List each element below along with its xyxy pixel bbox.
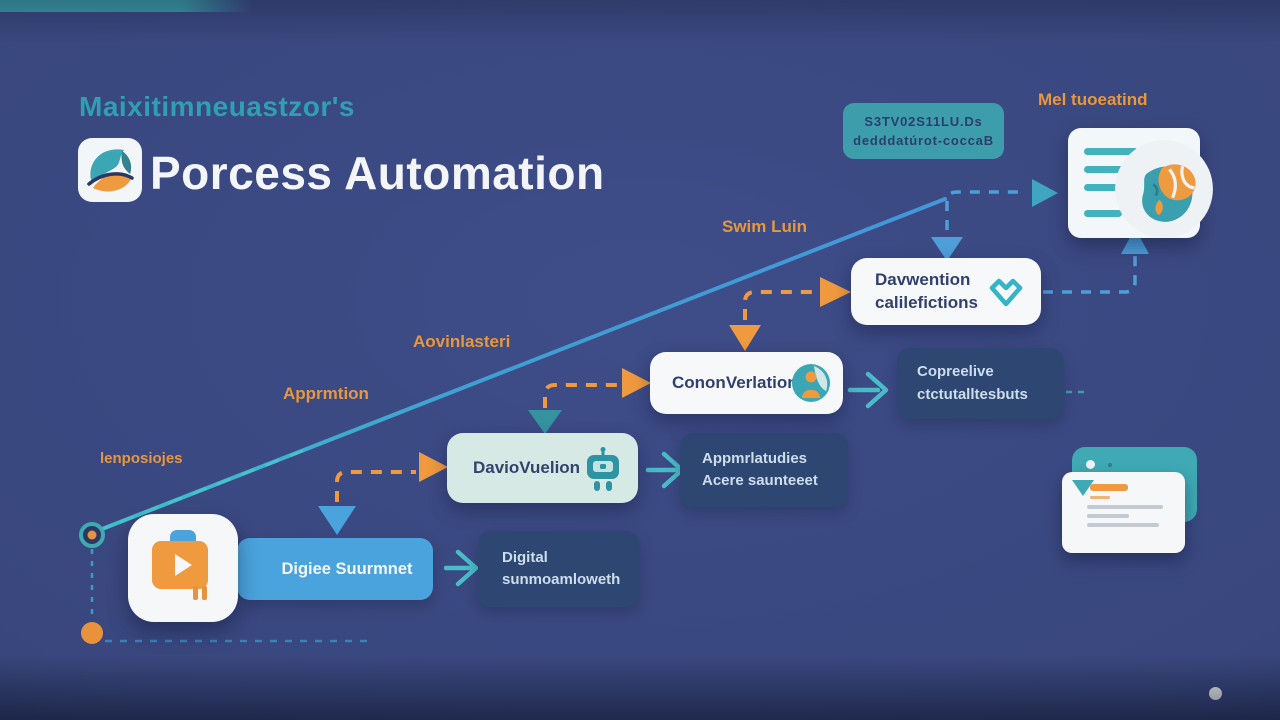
start-ring-center (87, 530, 97, 540)
person-circle-icon (792, 364, 830, 402)
node-copreelive-line2: ctctutalltesbuts (917, 385, 1028, 403)
slide-indicator-dot (1209, 687, 1222, 700)
briefcase-play-icon (152, 530, 208, 600)
chevron-arrow-into-copreelive (847, 371, 889, 409)
elbow-b-dash (543, 383, 620, 408)
document-card (1068, 128, 1213, 238)
note-box: S3TV02S11LU.Ds dedddatúrot-coccaB (843, 103, 1004, 159)
note-line-2: dedddatúrot-coccaB (853, 133, 994, 148)
node-daviovuelion: DavioVuelion (447, 433, 638, 503)
node-copreelive: Copreelive ctctutalltesbuts (897, 348, 1063, 419)
flow-label-swim: Swim Luin (722, 217, 807, 236)
elbow-e-dash (1043, 256, 1137, 294)
heart-check-icon (989, 278, 1023, 307)
brand-subtitle: Maixitimneuastzor's (79, 91, 356, 122)
arrow-right-into-davwention (820, 277, 851, 307)
report-text-line (1087, 523, 1159, 527)
arrow-down-into-digiee (318, 506, 356, 535)
brain-document-icon (1114, 139, 1214, 239)
node-davwention: Davwention calilefictions (851, 258, 1041, 325)
report-card-front (1062, 472, 1185, 553)
node-digital: Digital sunmoamloweth (478, 531, 639, 607)
card-dot-small (1108, 463, 1112, 467)
report-title-bar (1090, 484, 1128, 491)
arrow-right-into-cononverlation (622, 368, 651, 398)
arrow-right-into-doc-card (1032, 179, 1058, 207)
briefcase-icon-card (128, 514, 238, 622)
node-appmrlatudies: Appmrlatudies Acere saunteeet (680, 433, 848, 507)
node-davwention-line2: calilefictions (875, 292, 978, 312)
node-davwention-line1: Davwention (875, 270, 971, 290)
arrow-down-into-daviovuelion (528, 410, 562, 434)
flow-label-tenpo: lenposiojes (100, 450, 183, 467)
elbow-c-dash (743, 290, 818, 320)
robot-icon (587, 447, 619, 491)
report-text-line (1087, 514, 1129, 518)
node-digiee: Digiee Suurmnet (237, 538, 433, 600)
node-copreelive-line1: Copreelive (917, 363, 994, 380)
node-appmrlatudies-line1: Appmrlatudies (702, 449, 808, 467)
note-line-1: S3TV02S11LU.Ds (864, 113, 983, 129)
logo-swirl-icon (78, 138, 142, 202)
origin-dot-marker (81, 622, 103, 644)
report-subtitle-bar (1090, 496, 1110, 499)
node-digiee-label: Digiee Suurmnet (281, 559, 413, 578)
arrow-down-into-cononverlation (729, 325, 761, 351)
page-title: Porcess Automation (150, 147, 605, 199)
chevron-arrow-into-appmrlatudies (645, 451, 685, 489)
node-daviovuelion-label: DavioVuelion (473, 458, 581, 477)
top-edge-accent-strip (0, 0, 252, 12)
flow-label-avink: Aovinlasteri (413, 332, 511, 351)
node-cononverlation-label: CononVerlation (672, 373, 798, 392)
node-digital-line2: sunmoamloweth (502, 571, 621, 588)
elbow-a-dash (335, 470, 416, 502)
elbow-d-dash (945, 190, 1026, 230)
doc-card-label: Mel tuoeatind (1038, 90, 1148, 109)
chevron-arrow-into-digital (443, 549, 479, 587)
report-text-line (1087, 505, 1163, 509)
arrow-right-into-daviovuelion (419, 452, 448, 482)
node-cononverlation: CononVerlation (650, 352, 843, 414)
node-digital-line1: Digital (502, 548, 548, 566)
flow-label-apprm: Apprmtion (283, 384, 369, 403)
card-dot (1086, 460, 1095, 469)
node-appmrlatudies-line2: Acere saunteeet (702, 472, 818, 489)
